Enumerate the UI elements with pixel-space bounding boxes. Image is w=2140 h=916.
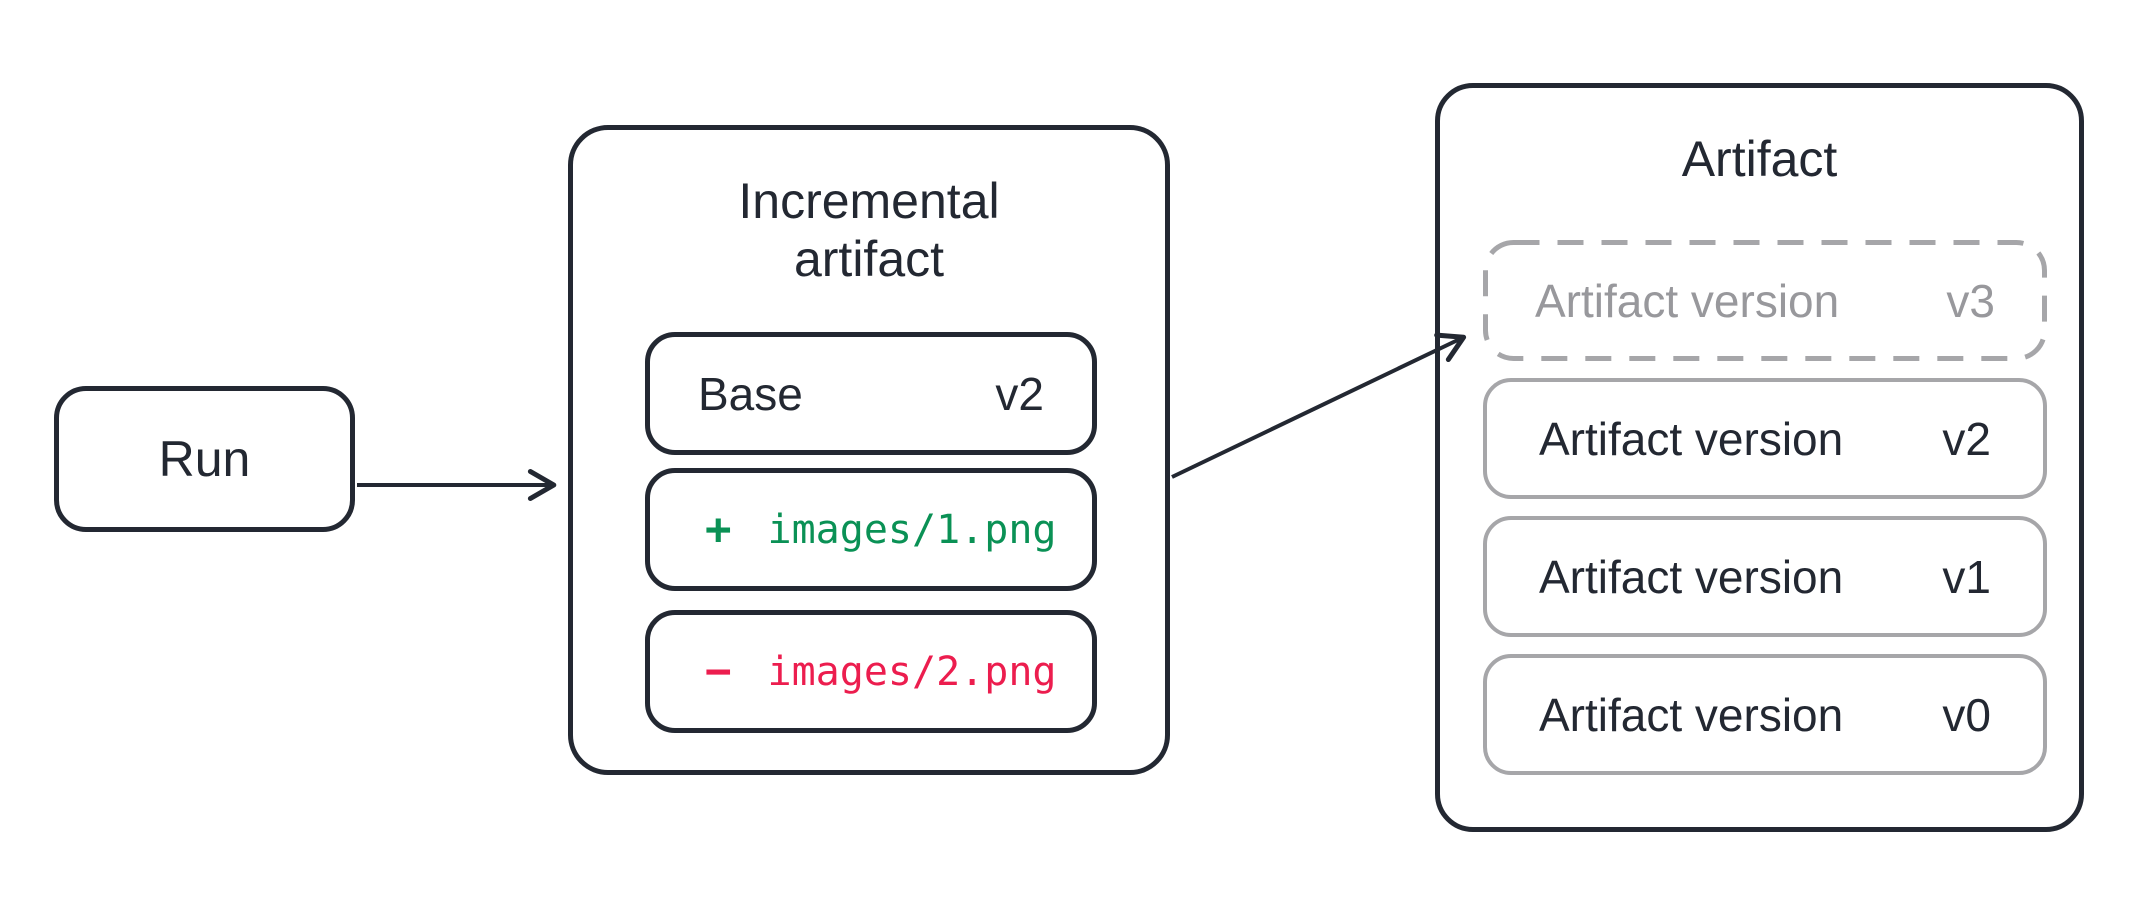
incremental-artifact-title: Incremental artifact [573, 172, 1165, 288]
artifact-version-label: Artifact version [1539, 412, 1844, 465]
base-label: Base [698, 367, 803, 420]
artifact-version-label: Artifact version [1539, 550, 1844, 603]
artifact-version-label: Artifact version [1539, 688, 1844, 741]
added-file-path: images/1.png [767, 506, 1057, 553]
base-version-badge: v2 [995, 367, 1044, 420]
artifact-version-badge: v2 [1942, 412, 1991, 465]
incremental-title-line2: artifact [793, 231, 945, 287]
artifact-node: Artifact Artifact version v3 Artifact ve… [1435, 83, 2084, 832]
artifact-version-badge: v0 [1942, 688, 1991, 741]
base-version-row: Base v2 [645, 332, 1097, 455]
incremental-to-artifact-arrow [1171, 332, 1467, 479]
artifact-version-row-pending: Artifact version v3 [1483, 240, 2047, 361]
minus-icon: − [705, 646, 732, 697]
incremental-title-line1: Incremental [738, 173, 1000, 229]
plus-icon: + [705, 504, 732, 555]
artifact-version-badge: v3 [1946, 274, 1995, 327]
artifact-version-label: Artifact version [1535, 274, 1840, 327]
artifact-version-row: Artifact version v1 [1483, 516, 2047, 637]
added-file-row: + images/1.png [645, 468, 1097, 591]
artifact-version-badge: v1 [1942, 550, 1991, 603]
artifact-version-row: Artifact version v0 [1483, 654, 2047, 775]
removed-file-path: images/2.png [767, 648, 1057, 695]
incremental-artifact-node: Incremental artifact Base v2 + images/1.… [568, 125, 1170, 775]
artifact-title: Artifact [1681, 131, 1838, 187]
run-node: Run [54, 386, 355, 532]
removed-file-row: − images/2.png [645, 610, 1097, 733]
artifact-version-row: Artifact version v2 [1483, 378, 2047, 499]
run-label: Run [158, 431, 251, 487]
